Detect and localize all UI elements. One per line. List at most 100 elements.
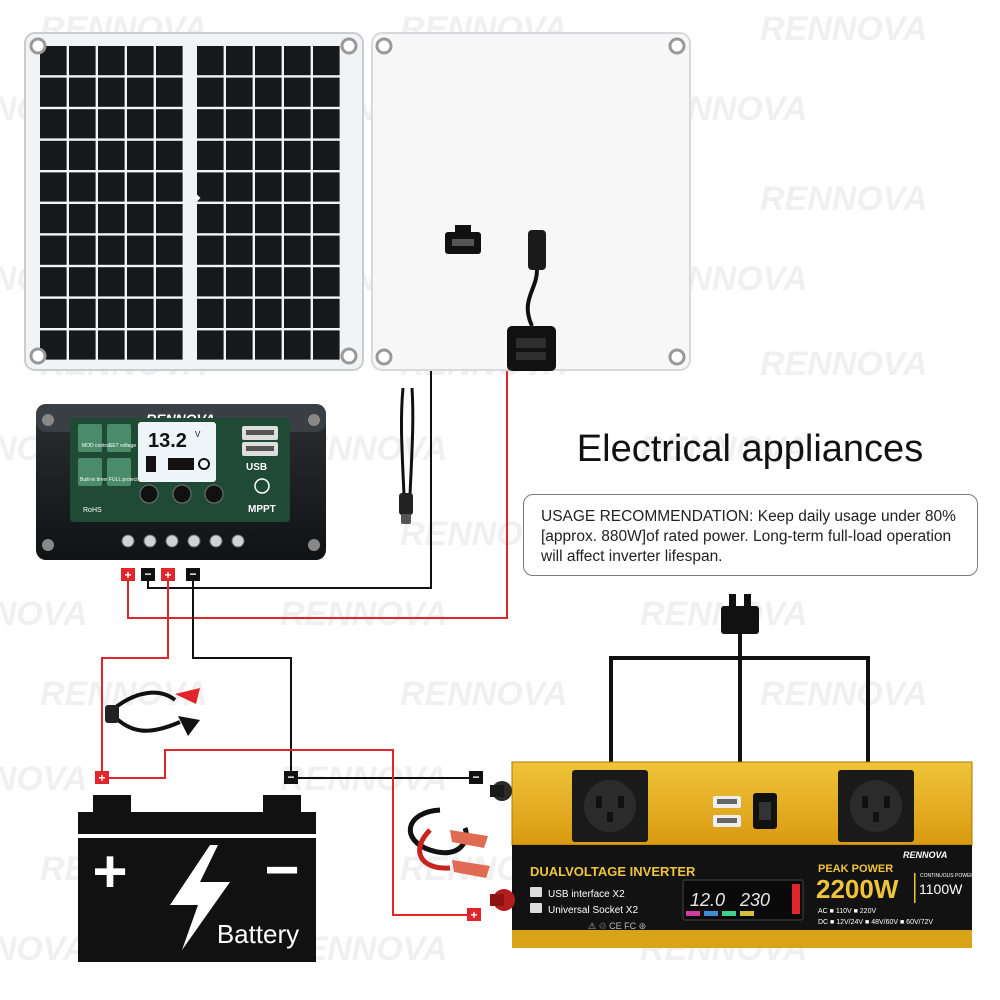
junction-box	[507, 326, 556, 371]
solar-panel-back	[372, 33, 690, 371]
inverter-peak-value: 2200W	[816, 874, 899, 904]
inverter-usb-text: USB interface X2	[548, 889, 625, 900]
solar-cell	[40, 141, 67, 170]
solar-cell	[313, 141, 340, 170]
solar-cell	[127, 46, 154, 75]
btn-timer-label: Built-in timer	[80, 477, 108, 483]
solar-cell	[197, 46, 224, 75]
ctl-term-2: −	[144, 567, 151, 581]
terminal-screw	[166, 535, 178, 547]
solar-cell	[255, 172, 282, 201]
power-plug	[721, 594, 759, 634]
solar-cell	[98, 204, 125, 233]
controller-usb-label: USB	[246, 462, 267, 473]
terminal-screw	[188, 535, 200, 547]
solar-cell	[226, 141, 253, 170]
solar-cell	[226, 299, 253, 328]
solar-cell	[40, 78, 67, 107]
inverter: DUALVOLTAGE INVERTER USB interface X2 Un…	[490, 762, 974, 948]
solar-cell	[313, 109, 340, 138]
solar-cell	[127, 172, 154, 201]
solar-cell	[284, 109, 311, 138]
solar-cell	[69, 299, 96, 328]
solar-cell	[40, 236, 67, 265]
charge-controller: RENNOVA MOD control SET voltage Built-in…	[36, 404, 326, 560]
solar-cell	[40, 109, 67, 138]
solar-cell	[156, 236, 183, 265]
controller-rohs: RoHS	[83, 507, 102, 514]
solar-cell	[255, 46, 282, 75]
inverter-display-left: 12.0	[690, 890, 725, 910]
controller-display-value: 13.2	[148, 430, 187, 452]
ctl-term-4: −	[189, 567, 196, 581]
solar-cell	[284, 46, 311, 75]
inverter-title: DUALVOLTAGE INVERTER	[530, 864, 696, 879]
solar-cell	[197, 236, 224, 265]
solar-cell	[226, 172, 253, 201]
solar-cell	[255, 330, 282, 359]
solar-cell	[156, 78, 183, 107]
solar-cell	[197, 78, 224, 107]
solar-cell	[284, 172, 311, 201]
solar-cell	[98, 172, 125, 201]
solar-cell	[284, 267, 311, 296]
solar-cell	[156, 172, 183, 201]
solar-cell	[98, 267, 125, 296]
inverter-display-right: 230	[739, 890, 770, 910]
inverter-cert-marks: ⚠ ♲ CE FC ⊛	[588, 921, 646, 931]
solar-cell	[255, 204, 282, 233]
controller-mppt-label: MPPT	[248, 504, 276, 515]
solar-cell	[255, 141, 282, 170]
solar-cell	[98, 236, 125, 265]
solar-cell	[127, 330, 154, 359]
solar-cell	[40, 267, 67, 296]
battery-label: Battery	[217, 919, 299, 949]
bat-term-minus: −	[287, 770, 294, 784]
solar-cell	[197, 172, 224, 201]
wire-red-battery	[102, 578, 168, 778]
terminal-screw	[144, 535, 156, 547]
solar-cell	[226, 109, 253, 138]
inverter-dc-row: DC ■ 12V/24V ■ 48V/60V ■ 60V/72V	[818, 919, 933, 926]
solar-cell	[226, 78, 253, 107]
inverter-socket-text: Universal Socket X2	[548, 905, 638, 916]
ctl-term-1: +	[124, 568, 131, 582]
solar-cell	[127, 204, 154, 233]
btn-set-label: SET voltage	[109, 443, 136, 449]
solar-cell	[197, 330, 224, 359]
terminal-screw	[232, 535, 244, 547]
solar-cell	[284, 236, 311, 265]
solar-cell	[313, 172, 340, 201]
controller-display-unit: V	[195, 430, 201, 439]
solar-cell	[284, 141, 311, 170]
solar-cell	[69, 172, 96, 201]
solar-cell	[284, 299, 311, 328]
solar-cell	[226, 330, 253, 359]
btn-full-label: FULL protect	[109, 477, 138, 483]
inv-term-plus: +	[470, 908, 477, 922]
ctl-term-3: +	[164, 568, 171, 582]
bat-term-plus: +	[98, 771, 105, 785]
solar-cell	[98, 78, 125, 107]
inverter-cont-label: CONTINUOUS POWER	[920, 873, 974, 879]
inverter-ac-row: AC ■ 110V ■ 220V	[818, 908, 876, 915]
solar-cell	[156, 141, 183, 170]
inv-term-minus: −	[472, 770, 479, 784]
solar-cell	[313, 78, 340, 107]
solar-cell	[313, 236, 340, 265]
solar-cell	[156, 46, 183, 75]
battery-minus: −	[264, 836, 299, 903]
solar-cell	[127, 236, 154, 265]
barrel-cable	[399, 388, 413, 524]
solar-cell	[197, 299, 224, 328]
wire-black-battery	[193, 578, 291, 778]
solar-cell	[156, 330, 183, 359]
solar-cell	[197, 267, 224, 296]
solar-cell	[313, 204, 340, 233]
solar-cell	[98, 299, 125, 328]
solar-cell	[40, 172, 67, 201]
solar-cell	[197, 109, 224, 138]
solar-cell	[156, 109, 183, 138]
solar-cell	[69, 109, 96, 138]
controller-terminal-markers: + − + −	[121, 567, 200, 582]
